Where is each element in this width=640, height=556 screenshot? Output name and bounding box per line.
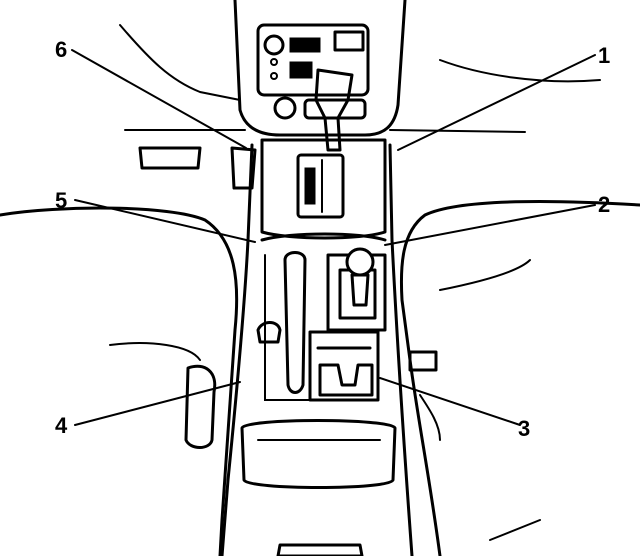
callout-6: 6 (55, 37, 67, 62)
callout-labels: 1 2 3 4 5 6 (55, 37, 610, 441)
leader-3 (379, 377, 521, 426)
center-console (220, 143, 414, 556)
cupholder-tray (308, 330, 380, 402)
right-seat (399, 199, 640, 556)
leader-2 (384, 204, 596, 246)
leader-lines (71, 49, 596, 426)
leader-5 (74, 199, 256, 243)
armrest-compartment (240, 419, 397, 556)
callout-5: 5 (55, 188, 67, 213)
right-dash (389, 59, 601, 133)
left-dash (119, 24, 257, 190)
callout-3: 3 (518, 416, 530, 441)
leader-1 (397, 54, 596, 151)
shifter-plate (260, 138, 387, 240)
leader-4 (74, 381, 241, 426)
parking-brake-lever (264, 251, 319, 401)
shift-lever (314, 68, 354, 152)
callout-4: 4 (55, 413, 68, 438)
transfer-case-lever (326, 247, 387, 332)
callout-2: 2 (598, 192, 610, 217)
left-seat (0, 206, 239, 556)
console-knob (256, 321, 282, 344)
callout-1: 1 (598, 43, 610, 68)
radio-panel (233, 0, 407, 137)
leader-6 (71, 49, 247, 149)
